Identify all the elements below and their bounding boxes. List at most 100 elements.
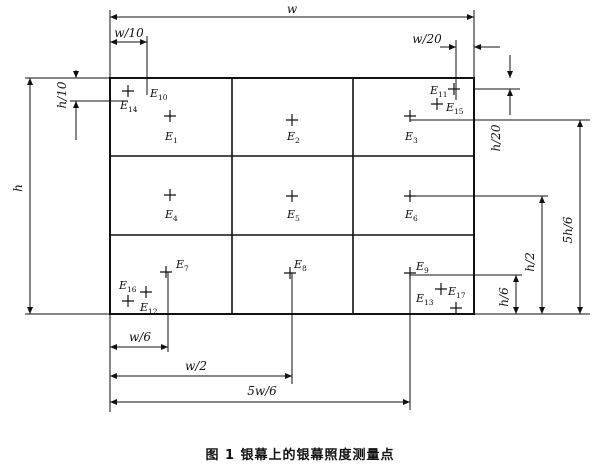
measurement-point-cross [284, 267, 296, 279]
dim-label-w2: w/2 [185, 359, 207, 373]
point-label-subscript: 7 [184, 264, 189, 273]
measurement-point-cross [448, 83, 460, 95]
arrowhead [110, 39, 117, 45]
measurement-point-label-e1: E1 [164, 130, 178, 145]
arrowhead [474, 44, 481, 50]
dim-label-5h6: 5h/6 [561, 216, 575, 243]
arrowhead [140, 39, 147, 45]
figure-caption: 图 1 银幕上的银幕照度测量点 [205, 448, 395, 463]
measurement-point-cross [140, 286, 152, 298]
measurement-point-cross [122, 295, 134, 307]
measurement-point-label-e9: E9 [415, 260, 429, 275]
measurement-point-cross [286, 114, 298, 126]
arrowhead [513, 307, 519, 314]
arrowhead [539, 196, 545, 203]
point-label-subscript: 17 [456, 291, 466, 300]
point-label-subscript: 1 [173, 136, 178, 145]
point-label-subscript: 16 [127, 285, 137, 294]
point-label-letter: E [164, 208, 173, 221]
point-label-letter: E [415, 260, 424, 273]
measurement-point-cross [286, 190, 298, 202]
measurement-point-label-e5: E5 [286, 208, 300, 223]
arrowhead [467, 14, 474, 20]
point-label-subscript: 8 [302, 264, 307, 273]
point-label-subscript: 10 [158, 93, 168, 102]
screen-outline [109, 77, 475, 315]
measurement-point-cross [122, 85, 134, 97]
point-label-letter: E [429, 84, 438, 97]
arrowhead [513, 275, 519, 282]
point-label-letter: E [293, 258, 302, 271]
measurement-point-cross [404, 190, 416, 202]
dim-label-5w6: 5w/6 [247, 384, 277, 398]
measurement-point-cross [160, 266, 172, 278]
dim-label-h6: h/6 [497, 287, 511, 307]
arrowhead [577, 120, 583, 127]
dim-label-h: h [11, 184, 25, 192]
dim-label-w6: w/6 [129, 330, 151, 344]
arrowhead [403, 399, 410, 405]
arrowhead [539, 307, 545, 314]
dim-label-h10: h/10 [55, 81, 69, 108]
point-label-letter: E [404, 130, 413, 143]
measurement-point-label-e2: E2 [286, 130, 300, 145]
dim-label-h2: h/2 [523, 252, 537, 271]
measurement-point-cross [404, 110, 416, 122]
point-label-letter: E [415, 292, 424, 305]
measurement-point-cross [164, 189, 176, 201]
point-label-subscript: 14 [128, 105, 138, 114]
measurement-point-label-e15: E15 [445, 101, 464, 116]
arrowhead [110, 344, 117, 350]
point-label-letter: E [149, 87, 158, 100]
dim-label-w20: w/20 [412, 32, 442, 46]
measurement-point-label-e7: E7 [175, 258, 189, 273]
measurement-point-cross [431, 98, 443, 110]
point-label-letter: E [119, 99, 128, 112]
arrowhead [110, 373, 117, 379]
point-label-letter: E [286, 130, 295, 143]
point-label-subscript: 3 [413, 136, 418, 145]
point-label-letter: E [164, 130, 173, 143]
point-label-subscript: 13 [424, 298, 434, 307]
arrowhead [577, 307, 583, 314]
arrowhead [507, 89, 513, 96]
arrowhead [507, 71, 513, 78]
point-label-subscript: 15 [454, 107, 464, 116]
point-label-subscript: 4 [173, 214, 178, 223]
measurement-point-label-e14: E14 [119, 99, 138, 114]
measurement-point-label-e17: E17 [447, 285, 466, 300]
measurement-point-cross [404, 267, 416, 279]
point-label-letter: E [139, 301, 148, 314]
measurement-point-label-e13: E13 [415, 292, 434, 307]
arrowhead [73, 101, 79, 108]
arrowhead [27, 307, 33, 314]
measurement-point-cross [435, 283, 447, 295]
point-label-letter: E [447, 285, 456, 298]
point-label-subscript: 11 [438, 90, 448, 99]
arrowhead [110, 399, 117, 405]
measurement-point-label-e12: E12 [139, 301, 158, 316]
measurement-point-cross [164, 110, 176, 122]
point-label-letter: E [404, 208, 413, 221]
measurement-point-cross [450, 302, 462, 314]
measurement-point-label-e8: E8 [293, 258, 307, 273]
arrowhead [285, 373, 292, 379]
point-label-letter: E [445, 101, 454, 114]
measurement-point-label-e3: E3 [404, 130, 418, 145]
measurement-point-label-e4: E4 [164, 208, 178, 223]
point-label-subscript: 12 [148, 307, 158, 316]
measurement-point-label-e16: E16 [118, 279, 137, 294]
measurement-point-label-e11: E11 [429, 84, 448, 99]
dim-label-w: w [287, 2, 298, 16]
point-label-letter: E [286, 208, 295, 221]
measurement-point-label-e10: E10 [149, 87, 168, 102]
point-label-subscript: 5 [295, 214, 300, 223]
point-label-subscript: 9 [424, 266, 429, 275]
arrowhead [73, 71, 79, 78]
measurement-point-label-e6: E6 [404, 208, 418, 223]
arrowhead [110, 14, 117, 20]
arrowhead [449, 44, 456, 50]
point-label-letter: E [175, 258, 184, 271]
